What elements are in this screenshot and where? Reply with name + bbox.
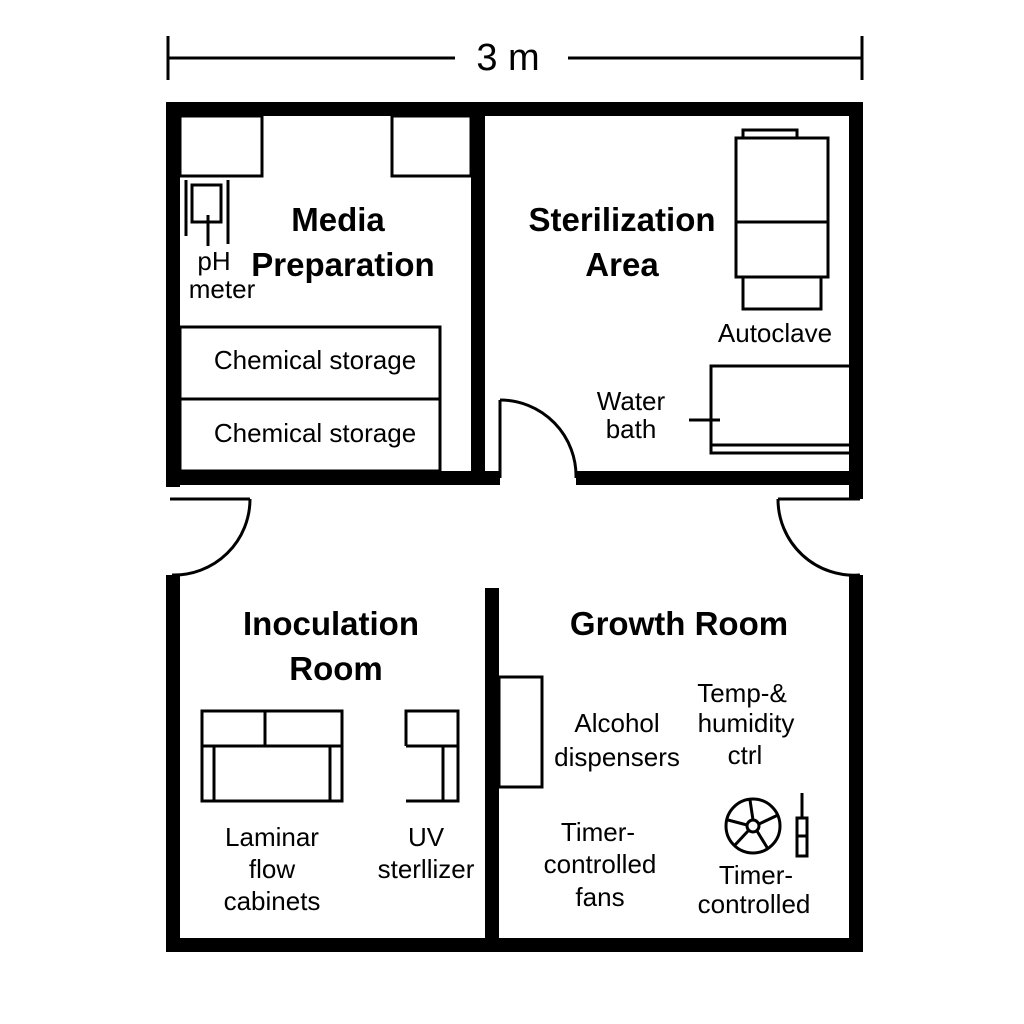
water-bath-label-2: bath [606, 414, 657, 444]
inoculation-title-1: Inoculation [243, 605, 419, 642]
scale-bar: 3 m [166, 36, 864, 80]
laminar-label-1: Laminar [225, 822, 319, 852]
media-title-2: Preparation [251, 246, 434, 283]
alcohol-label-1: Alcohol [574, 708, 659, 738]
fans-label-1: Timer- [561, 817, 635, 847]
water-bath-label-1: Water [597, 386, 666, 416]
inoculation-title-2: Room [289, 650, 383, 687]
temp-label-3: ctrl [728, 740, 763, 770]
alcohol-dispenser-icon [497, 675, 544, 789]
ph-label-1: pH [197, 246, 230, 276]
timer-icon [795, 793, 809, 858]
sterilization-title-2: Area [585, 246, 659, 283]
door-left[interactable] [170, 497, 252, 577]
door-center[interactable] [498, 398, 578, 479]
media-title-1: Media [291, 201, 385, 238]
ph-label-2: meter [189, 274, 256, 304]
uv-sterilizer-icon [404, 709, 460, 803]
walls [166, 102, 863, 952]
laminar-label-3: cabinets [224, 886, 321, 916]
sterilization-title-1: Sterilization [528, 201, 715, 238]
uv-label-1: UV [408, 822, 445, 852]
fans-label-2: controlled [544, 849, 657, 879]
autoclave-icon [734, 128, 830, 311]
temp-label-2: humidity [698, 708, 795, 738]
storage-label-1: Chemical storage [214, 345, 416, 375]
uv-label-2: sterllizer [378, 854, 475, 884]
laminar-flow-cabinet-icon [200, 709, 344, 803]
temp-label-1: Temp-& [697, 678, 787, 708]
scale-label: 3 m [476, 37, 539, 79]
alcohol-label-2: dispensers [554, 742, 680, 772]
water-bath-icon [689, 364, 853, 455]
fan-icon [724, 797, 782, 855]
autoclave-label: Autoclave [718, 318, 832, 348]
fans-label-3: fans [575, 882, 624, 912]
door-right[interactable] [776, 497, 861, 577]
media-furniture [178, 114, 473, 473]
timer-label-1: Timer- [719, 860, 793, 890]
laminar-label-2: flow [249, 854, 295, 884]
storage-label-2: Chemical storage [214, 418, 416, 448]
timer-label-2: controlled [698, 889, 811, 919]
growth-title: Growth Room [570, 605, 788, 642]
chemical-storage-2 [178, 397, 442, 473]
